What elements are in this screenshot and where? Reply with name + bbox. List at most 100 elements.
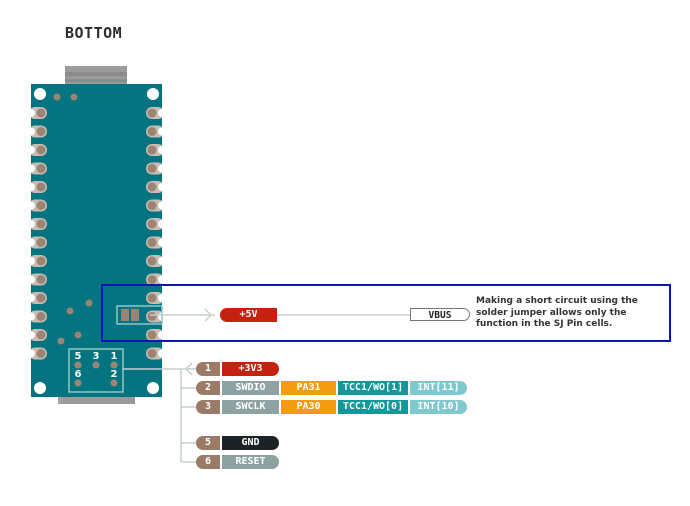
edge-pin-hole	[147, 349, 157, 358]
swd-pad-label: 1	[111, 351, 118, 362]
pin-port: PA31	[281, 381, 336, 395]
pin-number: 1	[196, 362, 220, 376]
edge-pin-hole	[36, 145, 46, 155]
swd-pad-2	[110, 379, 118, 387]
solder-jumper-pad	[131, 309, 139, 321]
swd-pad-3	[92, 361, 100, 369]
edge-pin-cutout	[158, 183, 166, 191]
edge-pin-cutout	[27, 201, 35, 210]
edge-pin-hole	[147, 256, 157, 266]
solder-jumper-note: Making a short circuit using the solder …	[476, 296, 638, 329]
swd-pad-5	[74, 361, 82, 369]
pin-function: TCC1/WO[1]	[338, 381, 408, 395]
via	[66, 307, 74, 315]
edge-pin-cutout	[27, 220, 35, 228]
edge-pin-hole	[36, 293, 46, 303]
usb-connector-stripe	[65, 72, 127, 76]
edge-pin-hole	[36, 201, 46, 210]
pin-name: RESET	[222, 455, 279, 469]
edge-pin-hole	[147, 238, 157, 247]
edge-pin-cutout	[158, 238, 166, 247]
mounting-hole	[147, 382, 159, 394]
edge-pin-cutout	[27, 275, 35, 284]
edge-pin-hole	[147, 219, 157, 229]
edge-pin-hole	[36, 275, 46, 284]
edge-pin-cutout	[158, 109, 166, 117]
edge-pin-cutout	[27, 349, 35, 358]
pin-name: +3V3	[222, 362, 279, 376]
edge-pin-hole	[147, 275, 157, 284]
edge-pin-cutout	[27, 146, 35, 154]
edge-pin-hole	[36, 108, 46, 118]
edge-pin-cutout	[27, 164, 35, 173]
edge-pin-hole	[147, 330, 157, 340]
view-title: BOTTOM	[65, 24, 123, 42]
via	[70, 93, 78, 101]
usb-connector-stripe	[65, 79, 127, 82]
solder-jumper-pad	[121, 309, 129, 321]
mounting-hole	[34, 88, 46, 100]
pin-number: 5	[196, 436, 220, 450]
board-pins	[27, 107, 166, 360]
arrow-right-icon	[204, 308, 213, 322]
edge-pin-hole	[36, 182, 46, 192]
edge-pin-hole	[147, 164, 157, 173]
edge-pin-cutout	[27, 127, 35, 136]
swd-pad-6	[74, 379, 82, 387]
edge-pin-cutout	[27, 238, 35, 247]
edge-pin-cutout	[158, 331, 166, 339]
edge-pin-hole	[147, 108, 157, 118]
edge-pin-cutout	[158, 220, 166, 228]
edge-pin-hole	[36, 164, 46, 173]
edge-pin-hole	[36, 238, 46, 247]
edge-pin-hole	[36, 219, 46, 229]
edge-pin-hole	[147, 127, 157, 136]
pin-function: TCC1/WO[0]	[338, 400, 408, 414]
pin-number: 2	[196, 381, 220, 395]
pin-interrupt: INT[10]	[410, 400, 467, 414]
edge-pin-hole	[147, 145, 157, 155]
arrow-left-icon	[184, 362, 193, 376]
edge-pin-cutout	[27, 257, 35, 265]
via	[85, 299, 93, 307]
pin-name: GND	[222, 436, 279, 450]
edge-pin-cutout	[158, 257, 166, 265]
edge-pin-cutout	[158, 275, 166, 284]
edge-pin-hole	[147, 201, 157, 210]
swd-pad-label: 2	[111, 369, 118, 380]
edge-pin-hole	[36, 312, 46, 321]
edge-pin-cutout	[158, 294, 166, 302]
edge-pin-cutout	[158, 164, 166, 173]
edge-pin-cutout	[27, 331, 35, 339]
swd-pad-label: 6	[75, 369, 82, 380]
edge-pin-cutout	[158, 349, 166, 358]
swd-pad-label: 3	[93, 351, 100, 362]
edge-pin-hole	[147, 182, 157, 192]
via	[57, 337, 65, 345]
via	[74, 331, 82, 339]
edge-pin-cutout	[158, 201, 166, 210]
pin-interrupt: INT[11]	[410, 381, 467, 395]
edge-pin-hole	[147, 293, 157, 303]
edge-pin-cutout	[27, 109, 35, 117]
swd-pad-label: 5	[75, 351, 82, 362]
via	[53, 93, 61, 101]
power-5v-label: +5V	[220, 308, 277, 322]
edge-pin-cutout	[158, 127, 166, 136]
mounting-hole	[34, 382, 46, 394]
bottom-connector-shade	[61, 396, 135, 404]
mounting-hole	[147, 88, 159, 100]
swd-pad-1	[110, 361, 118, 369]
swd-header-outline	[68, 348, 124, 393]
edge-pin-hole	[36, 127, 46, 136]
pin-name: SWDIO	[222, 381, 279, 395]
pcb-board	[31, 84, 162, 397]
pin-number: 6	[196, 455, 220, 469]
vbus-label: VBUS	[410, 308, 470, 321]
pin-name: SWCLK	[222, 400, 279, 414]
edge-pin-hole	[36, 330, 46, 340]
edge-pin-cutout	[27, 183, 35, 191]
edge-pin-cutout	[27, 312, 35, 321]
edge-pin-hole	[36, 349, 46, 358]
